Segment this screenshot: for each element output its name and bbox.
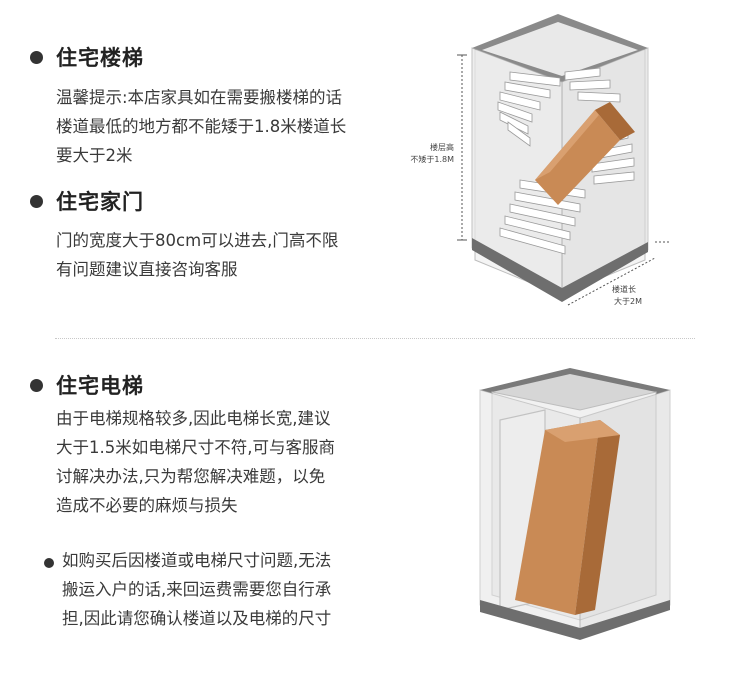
stairs-heading: 住宅楼梯 bbox=[30, 42, 144, 72]
length-dimension-line bbox=[567, 257, 656, 306]
height-label-2: 不矮于1.8M bbox=[410, 154, 454, 164]
bullet-icon bbox=[30, 194, 43, 208]
stairwell-floor bbox=[472, 238, 648, 302]
bullet-icon bbox=[30, 378, 43, 392]
length-label-2: 大于2M bbox=[614, 296, 642, 306]
elevator-box-side bbox=[575, 420, 620, 615]
door-title: 住宅家门 bbox=[56, 190, 144, 214]
stairs-title: 住宅楼梯 bbox=[56, 46, 144, 70]
box-front bbox=[535, 110, 620, 205]
box-side bbox=[595, 102, 635, 140]
stairs-line: 要大于2米 bbox=[56, 146, 133, 165]
elevator-description: 由于电梯规格较多,因此电梯长宽,建议 大于1.5米如电梯尺寸不符,可与客服商 讨… bbox=[56, 404, 335, 520]
note-line: 如购买后因楼道或电梯尺寸问题,无法 bbox=[62, 551, 332, 570]
elevator-line: 大于1.5米如电梯尺寸不符,可与客服商 bbox=[56, 438, 335, 457]
elevator-floor bbox=[480, 600, 670, 640]
stairwell-illustration: 楼层高 不矮于1.8M 楼道长 大于2M bbox=[410, 14, 670, 306]
door-line: 有问题建议直接咨询客服 bbox=[56, 260, 238, 279]
note-line: 搬运入户的话,来回运费需要您自行承 bbox=[62, 580, 332, 599]
upper-stairs bbox=[497, 67, 621, 147]
elevator-line: 造成不必要的麻烦与损失 bbox=[56, 496, 238, 515]
note-description: 如购买后因楼道或电梯尺寸问题,无法 搬运入户的话,来回运费需要您自行承 担,因此… bbox=[62, 546, 331, 633]
stairwell-top-opening bbox=[482, 22, 638, 76]
section-divider bbox=[55, 338, 695, 339]
note-bullet-icon bbox=[44, 558, 54, 568]
door-line: 门的宽度大于80cm可以进去,门高不限 bbox=[56, 231, 339, 250]
stairs-description: 温馨提示:本店家具如在需要搬楼梯的话 楼道最低的地方都不能矮于1.8米楼道长 要… bbox=[56, 83, 346, 170]
door-heading: 住宅家门 bbox=[30, 186, 144, 216]
elevator-heading: 住宅电梯 bbox=[30, 370, 144, 400]
elevator-illustration bbox=[479, 368, 671, 640]
elevator-line: 由于电梯规格较多,因此电梯长宽,建议 bbox=[56, 409, 331, 428]
stairs-line: 温馨提示:本店家具如在需要搬楼梯的话 bbox=[56, 88, 343, 107]
bullet-icon bbox=[30, 50, 43, 64]
elevator-top-opening bbox=[492, 374, 656, 410]
box-top bbox=[535, 102, 610, 180]
elevator-box-front bbox=[515, 420, 600, 615]
elevator-title: 住宅电梯 bbox=[56, 374, 144, 398]
elevator-line: 讨解决办法,只为帮您解决难题，以免 bbox=[56, 467, 326, 486]
stairs-line: 楼道最低的地方都不能矮于1.8米楼道长 bbox=[56, 117, 347, 136]
door-description: 门的宽度大于80cm可以进去,门高不限 有问题建议直接咨询客服 bbox=[56, 226, 338, 284]
length-label-1: 楼道长 bbox=[612, 284, 636, 294]
height-label-1: 楼层高 bbox=[430, 142, 454, 152]
note-line: 担,因此请您确认楼道以及电梯的尺寸 bbox=[62, 609, 332, 628]
elevator-box-top bbox=[545, 420, 620, 442]
